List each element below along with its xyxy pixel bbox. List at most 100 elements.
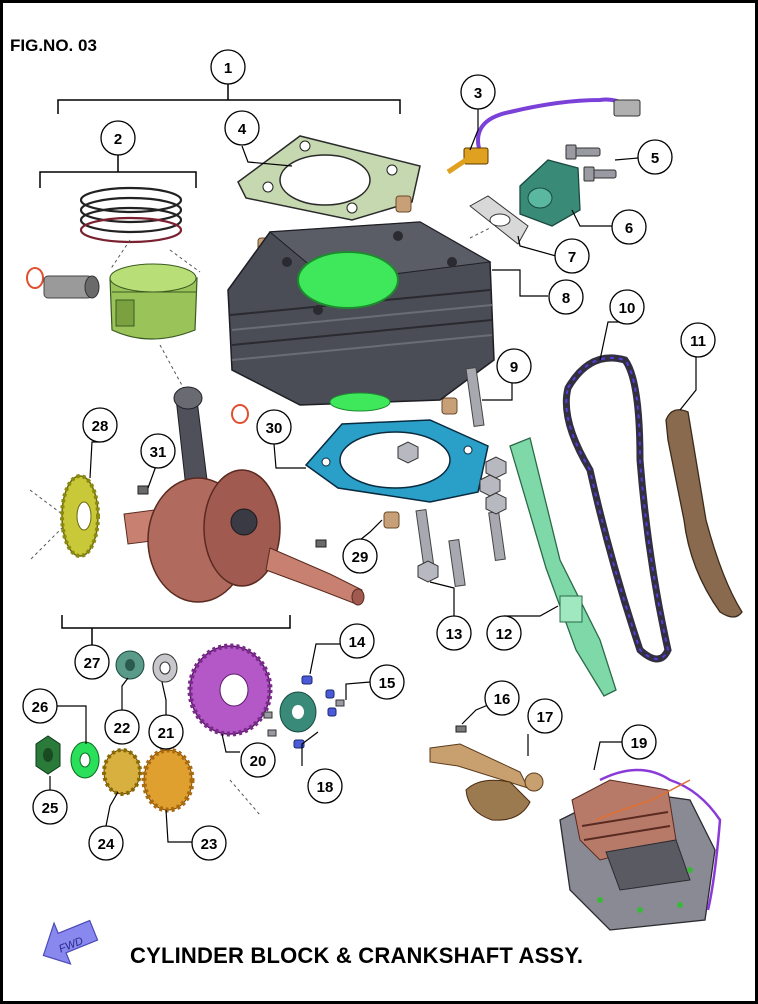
tensioner-gasket — [469, 195, 529, 245]
washer-26 — [70, 741, 100, 779]
figure-label: FIG.NO. 03 — [10, 36, 97, 55]
base-gasket — [304, 419, 489, 503]
washer-21 — [152, 653, 178, 683]
callout-2: 2 — [100, 120, 136, 156]
svg-text:5: 5 — [651, 150, 659, 167]
svg-text:19: 19 — [631, 735, 648, 752]
hub-18 — [279, 691, 317, 733]
piston-pin — [43, 275, 100, 299]
balancer-shaft — [429, 743, 544, 821]
chain-tensioner — [519, 159, 581, 227]
piston-circlip — [26, 267, 44, 289]
callout-10: 10 — [609, 289, 645, 325]
svg-text:4: 4 — [238, 121, 247, 138]
svg-text:20: 20 — [250, 753, 267, 770]
oil-pump-gear-20 — [187, 643, 273, 737]
head-gasket — [237, 135, 421, 221]
callout-29: 29 — [342, 538, 378, 574]
crank-key — [315, 539, 327, 548]
engine-assembly — [559, 768, 722, 931]
callout-26: 26 — [22, 688, 58, 724]
callout-30: 30 — [256, 409, 292, 445]
callout-15: 15 — [369, 664, 405, 700]
svg-text:26: 26 — [32, 699, 49, 716]
callout-24: 24 — [88, 825, 124, 861]
bracket-27 — [61, 615, 291, 645]
drive-gear-23 — [141, 747, 195, 813]
callout-23: 23 — [191, 825, 227, 861]
svg-text:17: 17 — [537, 709, 554, 726]
callout-12: 12 — [486, 615, 522, 651]
piston-rings — [79, 186, 183, 244]
svg-text:30: 30 — [266, 420, 283, 437]
callout-17: 17 — [527, 698, 563, 734]
svg-text:27: 27 — [84, 655, 101, 672]
callout-3: 3 — [460, 74, 496, 110]
callout-19: 19 — [621, 724, 657, 760]
woodruff-key — [137, 485, 149, 495]
svg-text:18: 18 — [317, 779, 334, 796]
callout-20: 20 — [240, 742, 276, 778]
callout-16: 16 — [484, 680, 520, 716]
callout-4: 4 — [224, 110, 260, 146]
svg-text:7: 7 — [568, 249, 576, 266]
balancer-key-16 — [455, 725, 467, 733]
callout-7: 7 — [554, 238, 590, 274]
bracket-2 — [39, 154, 197, 188]
svg-text:24: 24 — [98, 836, 115, 853]
svg-text:3: 3 — [474, 85, 482, 102]
svg-text:12: 12 — [496, 626, 513, 643]
bracket-1 — [57, 84, 401, 114]
svg-text:13: 13 — [446, 626, 463, 643]
svg-text:1: 1 — [224, 60, 232, 77]
front-chain-guide — [509, 437, 617, 697]
callout-13: 13 — [436, 615, 472, 651]
svg-text:11: 11 — [690, 333, 706, 350]
svg-text:23: 23 — [201, 836, 218, 853]
timing-sprocket — [60, 474, 100, 558]
callout-31: 31 — [140, 433, 176, 469]
green-nut-25 — [35, 735, 61, 775]
callout-8: 8 — [548, 279, 584, 315]
cam-chain — [562, 354, 672, 663]
svg-text:21: 21 — [158, 725, 175, 742]
callout-18: 18 — [307, 768, 343, 804]
callout-14: 14 — [339, 623, 375, 659]
callout-1: 1 — [210, 49, 246, 85]
crankshaft — [123, 469, 365, 606]
svg-text:29: 29 — [352, 549, 369, 566]
nuts — [397, 441, 507, 583]
svg-text:15: 15 — [379, 675, 396, 692]
orifice-ring — [231, 404, 249, 424]
callout-28: 28 — [82, 407, 118, 443]
svg-text:28: 28 — [92, 418, 109, 435]
svg-text:6: 6 — [625, 220, 633, 237]
callout-11: 11 — [680, 322, 716, 358]
diagram-title: CYLINDER BLOCK & CRANKSHAFT ASSY. — [130, 943, 584, 968]
gear-24 — [102, 748, 142, 796]
tensioner-bolts — [565, 144, 617, 182]
callout-9: 9 — [496, 348, 532, 384]
studs — [415, 367, 506, 588]
collar-22 — [115, 650, 145, 680]
svg-text:16: 16 — [494, 691, 511, 708]
svg-text:9: 9 — [510, 359, 518, 376]
svg-text:8: 8 — [562, 290, 570, 307]
piston — [109, 263, 198, 340]
temperature-sensor — [446, 97, 641, 175]
rear-chain-guide — [665, 409, 743, 618]
callout-6: 6 — [611, 209, 647, 245]
svg-text:22: 22 — [114, 720, 131, 737]
callout-5: 5 — [637, 139, 673, 175]
cylinder-block — [227, 221, 495, 412]
svg-text:31: 31 — [150, 444, 167, 461]
pins-15 — [263, 699, 345, 737]
svg-text:25: 25 — [42, 800, 59, 817]
rubber-dampers-14 — [293, 675, 337, 749]
svg-text:14: 14 — [349, 634, 366, 651]
svg-text:10: 10 — [619, 300, 636, 317]
callout-22: 22 — [104, 709, 140, 745]
callout-27: 27 — [74, 644, 110, 680]
